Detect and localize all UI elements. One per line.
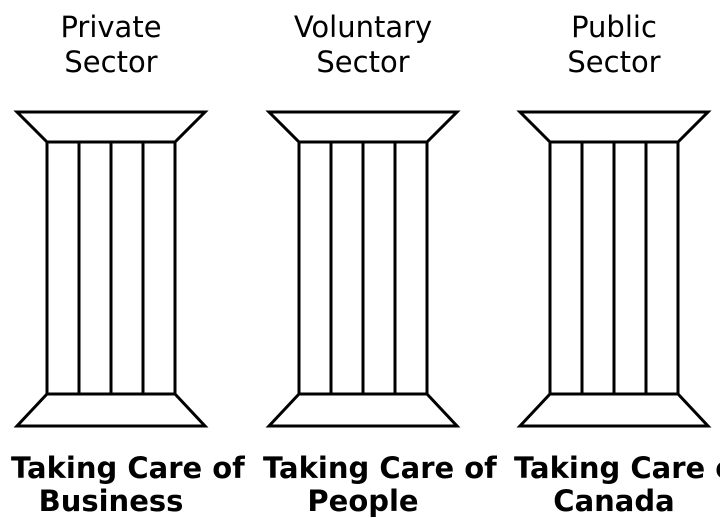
pillar-base bbox=[516, 392, 712, 428]
role-label-line1: Taking Care of bbox=[11, 451, 245, 485]
pillar-group-voluntary: Voluntary Sector Taking Care of People bbox=[263, 0, 497, 518]
role-label-line2: People bbox=[307, 484, 419, 518]
role-label-line1: Taking Care of bbox=[263, 451, 497, 485]
role-label-line1: Taking Care of bbox=[514, 451, 720, 485]
role-label: Taking Care of Business bbox=[11, 451, 245, 518]
pillar-capital bbox=[13, 110, 209, 144]
role-label-line2: Business bbox=[38, 484, 184, 518]
pillar-group-private: Private Sector Taking Care of Business bbox=[11, 0, 245, 518]
sector-label-line2: Sector bbox=[567, 45, 661, 79]
sector-label: Voluntary Sector bbox=[263, 10, 463, 80]
role-label-line2: Canada bbox=[553, 484, 675, 518]
pillar-capital bbox=[265, 110, 461, 144]
sector-label: Public Sector bbox=[514, 10, 714, 80]
pillar-base bbox=[265, 392, 461, 428]
sector-label-line1: Private bbox=[60, 10, 162, 44]
role-label: Taking Care of Canada bbox=[514, 451, 720, 518]
sector-label-line1: Voluntary bbox=[293, 10, 433, 44]
sector-label-line1: Public bbox=[571, 10, 657, 44]
sector-label: Private Sector bbox=[11, 10, 211, 80]
role-label: Taking Care of People bbox=[263, 451, 497, 518]
pillar-icon bbox=[265, 110, 461, 428]
pillar-capital bbox=[516, 110, 712, 144]
pillar-icon bbox=[516, 110, 712, 428]
pillar-icon bbox=[13, 110, 209, 428]
sector-label-line2: Sector bbox=[64, 45, 158, 79]
pillar-base bbox=[13, 392, 209, 428]
sector-label-line2: Sector bbox=[316, 45, 410, 79]
pillar-group-public: Public Sector Taking Care of Canada bbox=[514, 0, 720, 518]
